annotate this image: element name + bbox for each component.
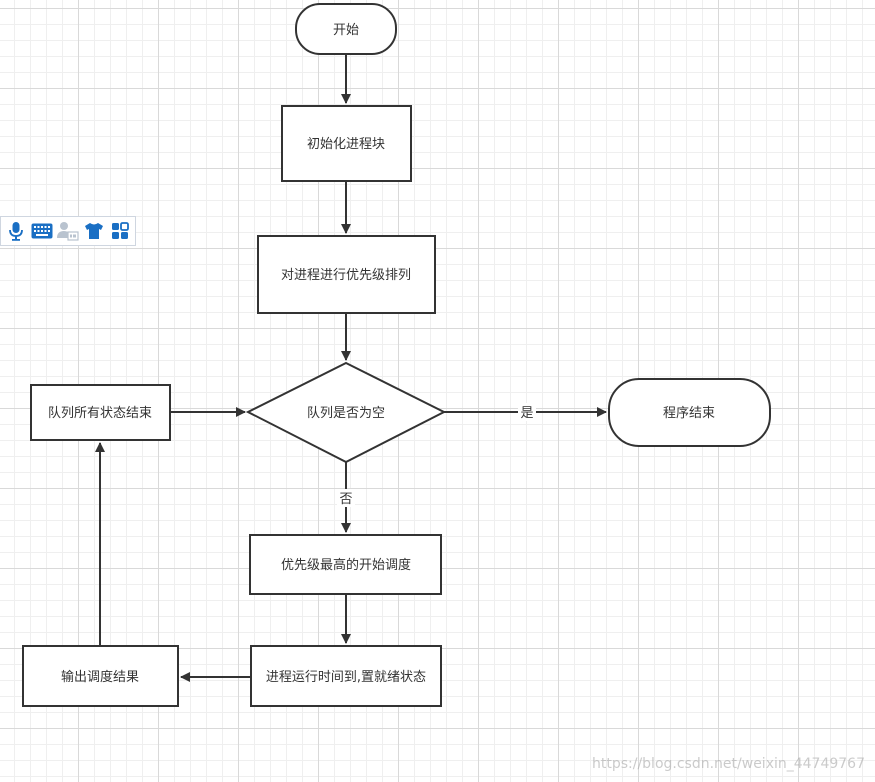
node-init-label: 初始化进程块 [307, 137, 385, 152]
node-run-label: 进程运行时间到,置就绪状态 [266, 670, 426, 685]
edge-label-yes-bg [518, 403, 536, 421]
keyboard-icon[interactable] [30, 219, 53, 243]
user-card-icon[interactable] [56, 219, 79, 243]
node-decision-label: 队列是否为空 [307, 406, 385, 421]
node-start[interactable]: 开始 [295, 3, 397, 55]
edge-label-no-bg [337, 489, 355, 507]
node-sort[interactable]: 对进程进行优先级排列 [257, 235, 436, 314]
node-sort-label: 对进程进行优先级排列 [281, 268, 411, 283]
node-queue-end[interactable]: 队列所有状态结束 [30, 384, 171, 441]
node-queue-end-label: 队列所有状态结束 [48, 406, 152, 421]
node-schedule[interactable]: 优先级最高的开始调度 [249, 534, 442, 595]
node-init[interactable]: 初始化进程块 [281, 105, 412, 182]
watermark: https://blog.csdn.net/weixin_44749767 [591, 756, 865, 772]
edge-label-yes: 是 [520, 406, 533, 421]
node-output[interactable]: 输出调度结果 [22, 645, 179, 707]
node-output-label: 输出调度结果 [61, 669, 139, 685]
tshirt-icon[interactable] [83, 219, 106, 243]
node-end[interactable]: 程序结束 [608, 378, 771, 447]
edge-label-no: 否 [339, 492, 352, 507]
node-end-label: 程序结束 [663, 406, 715, 421]
microphone-icon[interactable] [4, 219, 27, 243]
node-start-label: 开始 [333, 23, 359, 38]
node-schedule-label: 优先级最高的开始调度 [281, 557, 411, 573]
node-run[interactable]: 进程运行时间到,置就绪状态 [250, 645, 442, 707]
grid-apps-icon[interactable] [109, 219, 132, 243]
node-decision[interactable]: 队列是否为空 [245, 361, 447, 464]
input-method-toolbar [0, 216, 136, 246]
